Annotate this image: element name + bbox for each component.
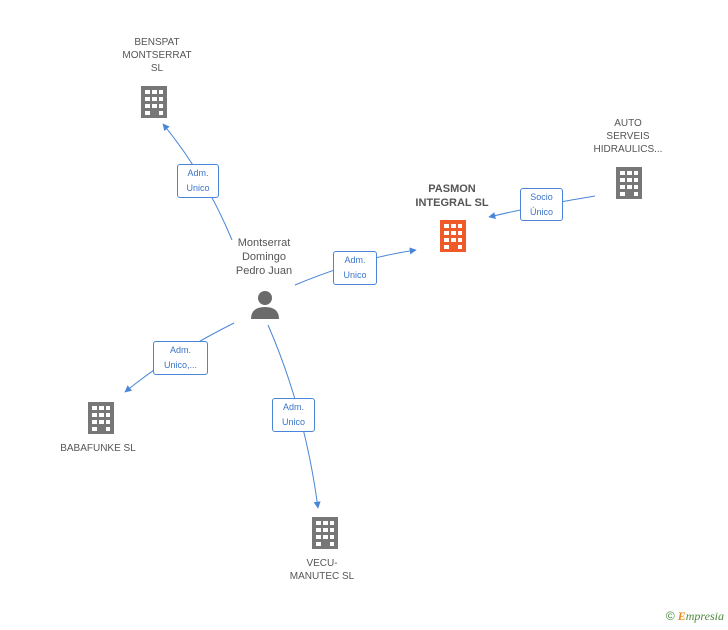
person-icon[interactable]: [251, 291, 279, 319]
vecu-label[interactable]: VECU- MANUTEC SL: [289, 558, 355, 582]
vecu-building-icon[interactable]: [312, 517, 338, 549]
edge-label-to-benspat: Adm. Unico: [177, 164, 219, 198]
benspat-building-icon[interactable]: [141, 86, 167, 118]
brand-name: mpresia: [685, 609, 724, 623]
pasmon-label[interactable]: PASMON INTEGRAL SL: [415, 183, 489, 209]
babafunke-building-icon[interactable]: [88, 402, 114, 434]
brand-logo: ©Empresia: [666, 609, 724, 624]
edge-label-auto-to-pasmon: Socio Único: [520, 188, 563, 221]
edge-label-to-vecu: Adm. Unico: [272, 398, 315, 432]
edge-label-to-babafunke: Adm. Unico,...: [153, 341, 208, 375]
babafunke-label[interactable]: BABAFUNKE SL: [60, 443, 136, 454]
copyright-icon: ©: [665, 609, 675, 623]
auto-serveis-label[interactable]: AUTO SERVEIS HIDRAULICS...: [593, 118, 663, 155]
benspat-label[interactable]: BENSPAT MONTSERRAT SL: [122, 37, 192, 74]
brand-initial: E: [677, 609, 686, 623]
edge-label-to-pasmon: Adm. Unico: [333, 251, 377, 285]
auto-serveis-building-icon[interactable]: [616, 167, 642, 199]
pasmon-building-icon[interactable]: [440, 220, 466, 252]
person-label[interactable]: Montserrat Domingo Pedro Juan: [235, 237, 293, 277]
